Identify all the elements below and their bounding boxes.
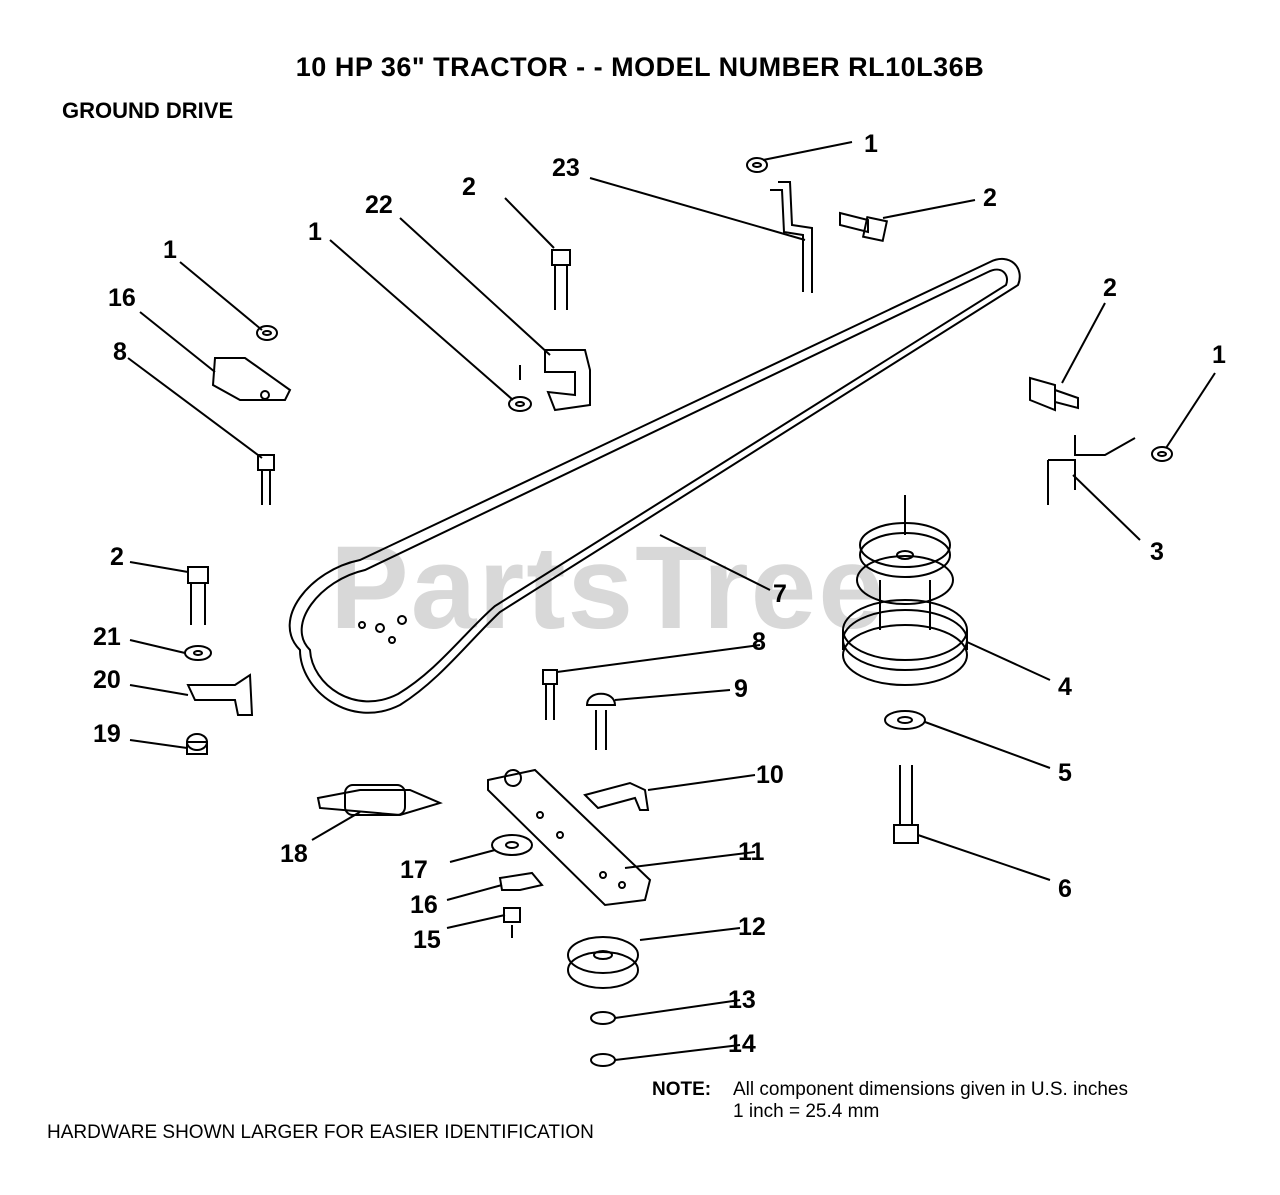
callout-label: 7 [773, 580, 787, 608]
callout-label: 13 [728, 986, 756, 1014]
callout-label: 22 [365, 191, 393, 219]
callout-label: 6 [1058, 875, 1072, 903]
note-label: NOTE: [652, 1079, 712, 1100]
callout-label: 3 [1150, 538, 1164, 566]
callout-labels: 1 1 1 1 2 2 2 2 23 22 16 8 3 7 4 8 9 5 6… [93, 130, 1226, 1058]
note-line-2: 1 inch = 25.4 mm [733, 1101, 880, 1122]
section-title: GROUND DRIVE [62, 98, 234, 123]
callout-label: 9 [734, 675, 748, 703]
callout-label: 23 [552, 154, 580, 182]
callout-label: 8 [752, 628, 766, 656]
callout-label: 12 [738, 913, 766, 941]
callout-label: 2 [110, 543, 124, 571]
callout-label: 2 [462, 173, 476, 201]
callout-label: 1 [864, 130, 878, 158]
callout-label: 20 [93, 666, 121, 694]
pulley-part [842, 495, 968, 686]
callout-label: 5 [1058, 759, 1072, 787]
callout-label: 4 [1058, 673, 1072, 701]
callout-label: 15 [413, 926, 441, 954]
callout-label: 16 [108, 284, 136, 312]
callout-label: 18 [280, 840, 308, 868]
note-line-1: All component dimensions given in U.S. i… [733, 1079, 1128, 1100]
callout-label: 8 [113, 338, 127, 366]
callout-label: 11 [738, 838, 765, 866]
callout-label: 16 [410, 891, 438, 919]
callout-label: 21 [93, 623, 121, 651]
callout-label: 17 [400, 856, 428, 884]
callout-label: 2 [1103, 274, 1117, 302]
callout-label: 2 [983, 184, 997, 212]
footer-note: HARDWARE SHOWN LARGER FOR EASIER IDENTIF… [47, 1122, 594, 1143]
belt-part [288, 257, 1021, 714]
diagram-title: 10 HP 36" TRACTOR - - MODEL NUMBER RL10L… [295, 52, 985, 82]
leader-lines [127, 141, 1216, 1061]
callout-label: 10 [756, 761, 784, 789]
callout-label: 1 [163, 236, 177, 264]
callout-label: 19 [93, 720, 121, 748]
callout-label: 14 [728, 1030, 756, 1058]
callout-label: 1 [308, 218, 322, 246]
callout-label: 1 [1212, 341, 1226, 369]
